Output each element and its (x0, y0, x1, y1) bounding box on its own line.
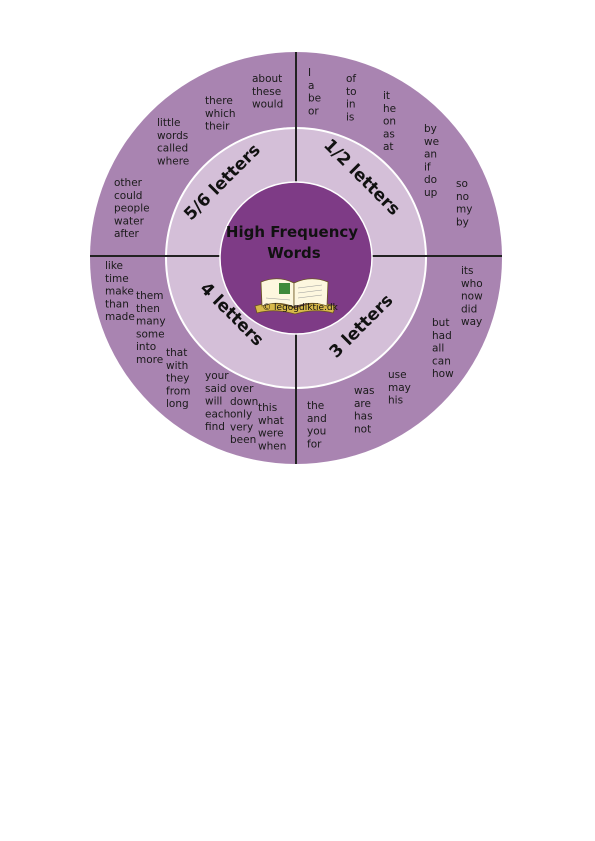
word-bl1-4: made (105, 311, 135, 323)
word-br1-3: did (461, 303, 477, 315)
word-br1-2: now (461, 291, 483, 303)
word-bl3-1: with (166, 360, 188, 372)
word-tr1-0: I (308, 67, 311, 79)
word-tr3-2: on (383, 116, 396, 128)
word-bl2-2: many (136, 316, 166, 328)
word-tr1-1: a (308, 80, 314, 92)
word-tr1-3: or (308, 105, 319, 117)
word-tr4-1: we (424, 136, 439, 148)
word-bl3-0: that (166, 347, 187, 359)
word-bl2-1: then (136, 303, 160, 315)
word-bl3-2: they (166, 373, 189, 385)
word-tr3-1: he (383, 103, 396, 115)
word-bl1-0: like (105, 260, 123, 272)
word-br3-0: use (388, 369, 407, 381)
word-tr3-0: it (383, 90, 390, 102)
word-bl4-2: will (205, 396, 222, 408)
word-tr2-2: in (346, 99, 356, 111)
word-tr4-2: an (424, 149, 437, 161)
word-tr4-4: do (424, 174, 437, 186)
word-tl3-0: little (157, 117, 180, 129)
word-tr2-3: is (346, 111, 354, 123)
word-tl3-1: words (157, 130, 188, 142)
word-tr5-1: no (456, 191, 469, 203)
word-br3-1: may (388, 382, 411, 394)
word-bl5-4: been (230, 434, 256, 446)
word-bl4-0: your (205, 370, 229, 382)
word-br5-0: the (307, 400, 324, 412)
word-bl6-2: were (258, 428, 284, 440)
word-br1-4: way (461, 316, 482, 328)
word-br4-0: was (354, 385, 375, 397)
word-br5-3: for (307, 438, 322, 450)
copyright-text: © legogdiktie.dk (262, 303, 338, 313)
word-tr5-0: so (456, 178, 468, 190)
word-tr5-3: by (456, 216, 469, 228)
title-line-1: High Frequency (226, 223, 358, 241)
word-bl1-3: than (105, 298, 129, 310)
word-tr1-2: be (308, 93, 321, 105)
title-line-2: Words (267, 244, 320, 262)
word-bl6-0: this (258, 402, 277, 414)
word-tr3-3: as (383, 128, 395, 140)
word-bl2-5: more (136, 354, 163, 366)
word-tr5-2: my (456, 204, 472, 216)
word-br2-1: had (432, 330, 452, 342)
word-br2-4: how (432, 368, 454, 380)
word-br5-1: and (307, 413, 327, 425)
word-tl1-1: these (252, 86, 281, 98)
word-tl4-2: people (114, 203, 150, 215)
word-br5-2: you (307, 426, 326, 438)
word-bl5-3: very (230, 421, 253, 433)
word-bl2-0: them (136, 290, 163, 302)
word-bl2-3: some (136, 328, 165, 340)
word-bl4-4: find (205, 421, 225, 433)
word-tl1-0: about (252, 73, 282, 85)
word-tr2-0: of (346, 73, 356, 85)
word-br2-0: but (432, 317, 449, 329)
word-br4-3: not (354, 423, 371, 435)
word-tr4-5: up (424, 187, 438, 199)
word-tl4-4: after (114, 228, 140, 240)
word-bl1-2: make (105, 286, 134, 298)
word-tl3-3: where (157, 155, 189, 167)
word-bl3-4: long (166, 398, 189, 410)
word-tl1-2: would (252, 99, 283, 111)
word-bl5-1: down (230, 396, 258, 408)
word-bl5-0: over (230, 383, 254, 395)
word-br1-1: who (461, 278, 483, 290)
word-tr4-0: by (424, 123, 437, 135)
word-tl4-3: water (114, 215, 145, 227)
word-br2-3: can (432, 355, 451, 367)
word-bl4-3: each (205, 408, 230, 420)
word-br1-0: its (461, 265, 474, 277)
word-groups: Iabeoroftoinisitheonasatbyweanifdoupsono… (105, 67, 483, 452)
word-tr2-1: to (346, 86, 357, 98)
book-icon (254, 278, 337, 315)
word-bl6-1: what (258, 415, 284, 427)
word-tr3-4: at (383, 141, 394, 153)
word-br4-1: are (354, 398, 371, 410)
word-br2-2: all (432, 343, 444, 355)
word-tl3-2: called (157, 143, 188, 155)
word-bl5-2: only (230, 409, 252, 421)
word-tr4-3: if (424, 161, 431, 173)
word-bl4-1: said (205, 383, 227, 395)
word-br4-2: has (354, 411, 373, 423)
word-tl2-0: there (205, 95, 233, 107)
word-bl6-3: when (258, 440, 286, 452)
word-bl2-4: into (136, 341, 156, 353)
word-bl1-1: time (105, 273, 129, 285)
word-br3-2: his (388, 395, 403, 407)
word-tl4-0: other (114, 177, 143, 189)
center-disc (219, 181, 373, 335)
word-bl3-3: from (166, 385, 190, 397)
word-tl2-2: their (205, 121, 230, 133)
word-tl2-1: which (205, 108, 236, 120)
word-tl4-1: could (114, 190, 142, 202)
